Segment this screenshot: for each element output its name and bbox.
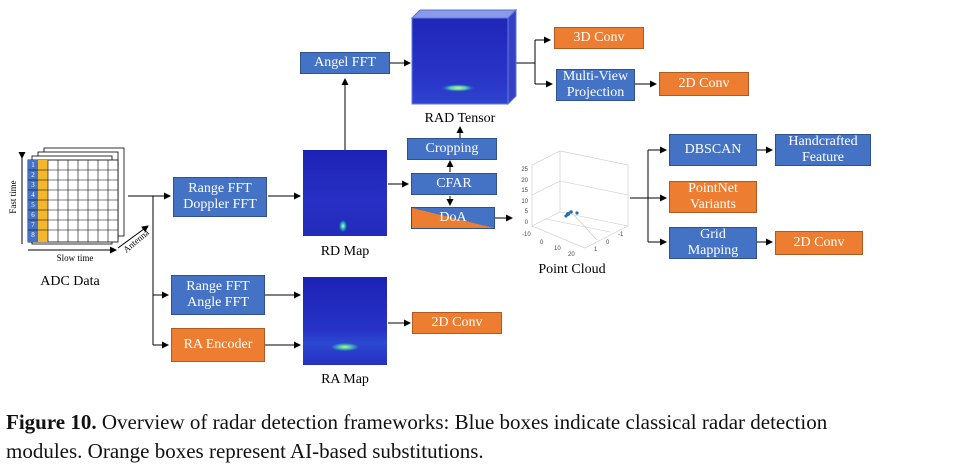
- box-line: 2D Conv: [793, 235, 845, 250]
- y-tick: -1: [618, 232, 624, 238]
- z-tick: 20: [521, 177, 528, 184]
- z-tick: 5: [524, 209, 528, 215]
- box-line: Cropping: [425, 141, 479, 156]
- adc-row-number: 3: [31, 181, 35, 189]
- adc-row-number: 2: [31, 171, 35, 179]
- x-tick: -10: [522, 232, 531, 238]
- angel-fft-box: Angel FFT: [300, 52, 390, 74]
- box-line: Angle FFT: [187, 295, 249, 310]
- adc-row-number: 5: [31, 201, 35, 209]
- box-line: RA Encoder: [183, 337, 253, 352]
- box-line: Angel FFT: [314, 55, 376, 70]
- conv2d-grid-box: 2D Conv: [775, 231, 863, 255]
- z-tick: 10: [521, 198, 528, 205]
- doa-box: DoA: [411, 207, 495, 229]
- pointnet-variants-box: PointNet Variants: [669, 181, 757, 213]
- range-doppler-fft-box: Range FFT Doppler FFT: [173, 177, 267, 217]
- z-tick: 25: [521, 167, 528, 173]
- y-tick: 1: [594, 247, 598, 253]
- conv2d-top-box: 2D Conv: [659, 72, 749, 96]
- z-tick: 0: [524, 219, 528, 226]
- caption-text-line1: Overview of radar detection frameworks: …: [96, 410, 828, 434]
- multi-view-projection-box: Multi-View Projection: [556, 69, 635, 101]
- adc-row-number: 8: [31, 231, 35, 239]
- box-line: Mapping: [687, 243, 739, 258]
- box-line: CFAR: [436, 176, 472, 191]
- ra-encoder-box: RA Encoder: [171, 328, 265, 362]
- slow-time-label: Slow time: [56, 253, 94, 263]
- box-line: PointNet: [688, 181, 738, 196]
- box-line: Handcrafted: [788, 134, 858, 149]
- box-line: Range FFT: [188, 181, 252, 196]
- box-line: Grid: [700, 227, 726, 242]
- rd-map-label: RD Map: [320, 244, 370, 259]
- grid-mapping-box: Grid Mapping: [669, 227, 757, 259]
- box-line: DBSCAN: [684, 142, 742, 157]
- x-tick: 0: [540, 240, 544, 246]
- adc-row-numbers: 1 2 3 4 5 6 7 8: [28, 160, 38, 240]
- box-line: DoA: [439, 210, 467, 225]
- conv3d-box: 3D Conv: [554, 27, 644, 49]
- box-line: 3D Conv: [573, 30, 625, 45]
- ra-map-label: RA Map: [321, 372, 369, 387]
- handcrafted-feature-box: Handcrafted Feature: [775, 134, 871, 166]
- range-angle-fft-box: Range FFT Angle FFT: [171, 275, 265, 315]
- adc-data-label: ADC Data: [40, 274, 100, 289]
- box-line: Variants: [690, 197, 736, 212]
- box-line: Multi-View: [562, 69, 629, 84]
- box-line: Range FFT: [186, 279, 250, 294]
- y-tick: 0: [606, 240, 610, 246]
- adc-row-number: 1: [31, 161, 35, 169]
- cropping-box: Cropping: [407, 138, 497, 160]
- figure-caption: Figure 10. Overview of radar detection f…: [6, 408, 966, 466]
- rad-tensor-label: RAD Tensor: [424, 111, 496, 126]
- point-cloud-z-ticks: 25 20 15 10 5 0: [514, 167, 528, 230]
- cfar-box: CFAR: [411, 173, 497, 195]
- conv2d-ra-box: 2D Conv: [412, 312, 502, 334]
- adc-row-number: 7: [31, 221, 35, 229]
- ra-map-heatmap: [303, 277, 387, 365]
- box-line: Projection: [566, 85, 625, 100]
- adc-row-number: 4: [31, 191, 35, 199]
- dbscan-box: DBSCAN: [669, 134, 757, 166]
- box-line: Feature: [802, 150, 844, 165]
- caption-text-line2: modules. Orange boxes represent AI-based…: [6, 439, 484, 463]
- figure-number: Figure 10.: [6, 410, 97, 434]
- z-tick: 15: [521, 188, 528, 194]
- box-line: 2D Conv: [431, 315, 483, 330]
- adc-row-number: 6: [31, 211, 35, 219]
- x-tick: 10: [554, 246, 561, 252]
- box-line: 2D Conv: [678, 76, 730, 91]
- point-cloud-label: Point Cloud: [538, 262, 606, 277]
- x-tick: 20: [568, 252, 575, 258]
- box-line: Doppler FFT: [183, 197, 257, 212]
- rd-map-heatmap: [303, 150, 387, 236]
